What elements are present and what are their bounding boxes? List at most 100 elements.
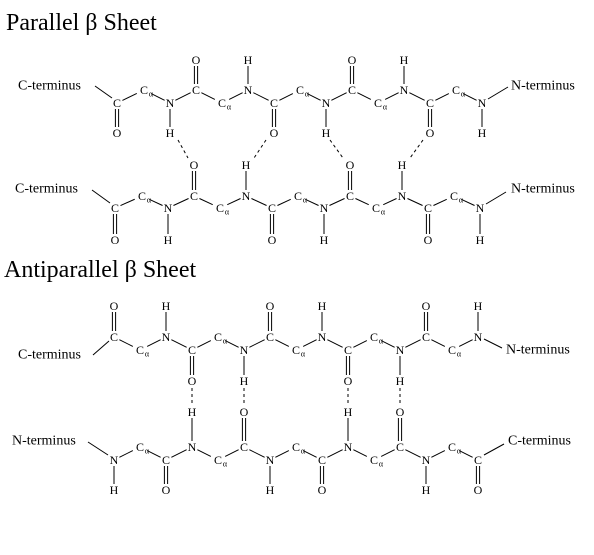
amide-hydrogen: H xyxy=(188,405,197,419)
bond-line xyxy=(405,339,421,348)
bond-line xyxy=(458,450,473,458)
bond-line xyxy=(175,92,191,101)
alpha-subscript: α xyxy=(381,208,386,217)
bond-line xyxy=(483,338,503,349)
alpha-carbon: C xyxy=(372,201,380,215)
n-terminus-label: N-terminus xyxy=(511,182,575,197)
alpha-carbon: C xyxy=(136,440,144,454)
amide-hydrogen: H xyxy=(244,53,253,67)
amide-nitrogen: N xyxy=(398,189,407,203)
carbonyl-carbon: C xyxy=(426,96,434,110)
carbonyl-carbon: C xyxy=(424,201,432,215)
bond-line xyxy=(431,450,446,458)
amide-hydrogen: H xyxy=(318,299,327,313)
bond-line xyxy=(409,92,425,101)
bond-line xyxy=(405,449,421,458)
alpha-carbon: C xyxy=(370,330,378,344)
amide-nitrogen: N xyxy=(478,96,487,110)
bond-line xyxy=(329,198,345,206)
carbonyl-carbon: C xyxy=(192,83,200,97)
amide-hydrogen: H xyxy=(240,374,249,388)
amide-nitrogen: N xyxy=(266,453,275,467)
amide-hydrogen: H xyxy=(266,483,275,497)
alpha-carbon: C xyxy=(292,343,300,357)
alpha-carbon: C xyxy=(374,96,382,110)
alpha-subscript: α xyxy=(383,103,388,112)
bond-line xyxy=(201,92,216,100)
bond-line xyxy=(122,93,138,101)
bond-line xyxy=(305,198,319,206)
bond-line xyxy=(275,450,290,458)
carbonyl-oxygen: O xyxy=(268,233,277,247)
alpha-subscript: α xyxy=(145,350,150,359)
bond-line xyxy=(435,93,450,101)
parallel-title: Parallel β Sheet xyxy=(6,10,157,36)
amide-nitrogen: N xyxy=(244,83,253,97)
carbonyl-oxygen: O xyxy=(344,374,353,388)
n-terminus-label: N-terminus xyxy=(506,343,570,358)
alpha-subscript: α xyxy=(379,460,384,469)
amide-nitrogen: N xyxy=(474,330,483,344)
bond-line xyxy=(407,198,423,206)
amide-nitrogen: N xyxy=(396,343,405,357)
carbonyl-oxygen: O xyxy=(111,233,120,247)
bond-line xyxy=(380,340,395,348)
amide-nitrogen: N xyxy=(400,83,409,97)
bond-line xyxy=(119,339,134,347)
bond-line xyxy=(384,92,399,100)
bond-line xyxy=(199,198,213,206)
amide-hydrogen: H xyxy=(422,483,431,497)
bond-line xyxy=(431,339,446,347)
bond-line xyxy=(306,93,321,101)
bond-line xyxy=(433,198,447,206)
alpha-subscript: α xyxy=(303,196,308,205)
bond-line xyxy=(302,450,317,458)
amide-hydrogen: H xyxy=(164,233,173,247)
bond-line xyxy=(483,443,505,456)
amide-nitrogen: N xyxy=(162,330,171,344)
alpha-subscript: α xyxy=(459,196,464,205)
bond-line xyxy=(94,85,113,99)
carbonyl-carbon: C xyxy=(396,440,404,454)
bond-line xyxy=(92,340,110,356)
carbonyl-oxygen: O xyxy=(346,158,355,172)
alpha-carbon: C xyxy=(218,96,226,110)
bond-line xyxy=(383,198,397,206)
bond-line xyxy=(327,339,343,348)
amide-hydrogen: H xyxy=(242,158,251,172)
bond-line xyxy=(357,92,372,100)
carbonyl-carbon: C xyxy=(348,83,356,97)
bond-line xyxy=(327,449,343,458)
carbonyl-carbon: C xyxy=(474,453,482,467)
bond-line xyxy=(87,441,109,456)
antiparallel-title: Antiparallel β Sheet xyxy=(4,257,196,283)
bond-line xyxy=(146,339,161,347)
c-terminus-label: C-terminus xyxy=(18,79,81,94)
carbonyl-carbon: C xyxy=(240,440,248,454)
hydrogen-bond xyxy=(177,139,189,159)
bond-line xyxy=(150,93,165,101)
alpha-carbon: C xyxy=(450,189,458,203)
n-terminus-label: N-terminus xyxy=(511,79,575,94)
carbonyl-carbon: C xyxy=(113,96,121,110)
hydrogen-bond xyxy=(409,139,424,159)
amide-hydrogen: H xyxy=(476,233,485,247)
carbonyl-carbon: C xyxy=(268,201,276,215)
bond-line xyxy=(197,449,212,457)
amide-nitrogen: N xyxy=(166,96,175,110)
bond-line xyxy=(171,449,187,458)
amide-nitrogen: N xyxy=(422,453,431,467)
carbonyl-carbon: C xyxy=(190,189,198,203)
alpha-carbon: C xyxy=(138,189,146,203)
hydrogen-bond xyxy=(329,139,344,159)
bond-line xyxy=(277,198,291,206)
carbonyl-carbon: C xyxy=(422,330,430,344)
carbonyl-oxygen: O xyxy=(190,158,199,172)
amide-hydrogen: H xyxy=(320,233,329,247)
carbonyl-carbon: C xyxy=(270,96,278,110)
bond-line xyxy=(253,92,269,101)
alpha-carbon: C xyxy=(294,189,302,203)
carbonyl-oxygen: O xyxy=(110,299,119,313)
amide-nitrogen: N xyxy=(164,201,173,215)
